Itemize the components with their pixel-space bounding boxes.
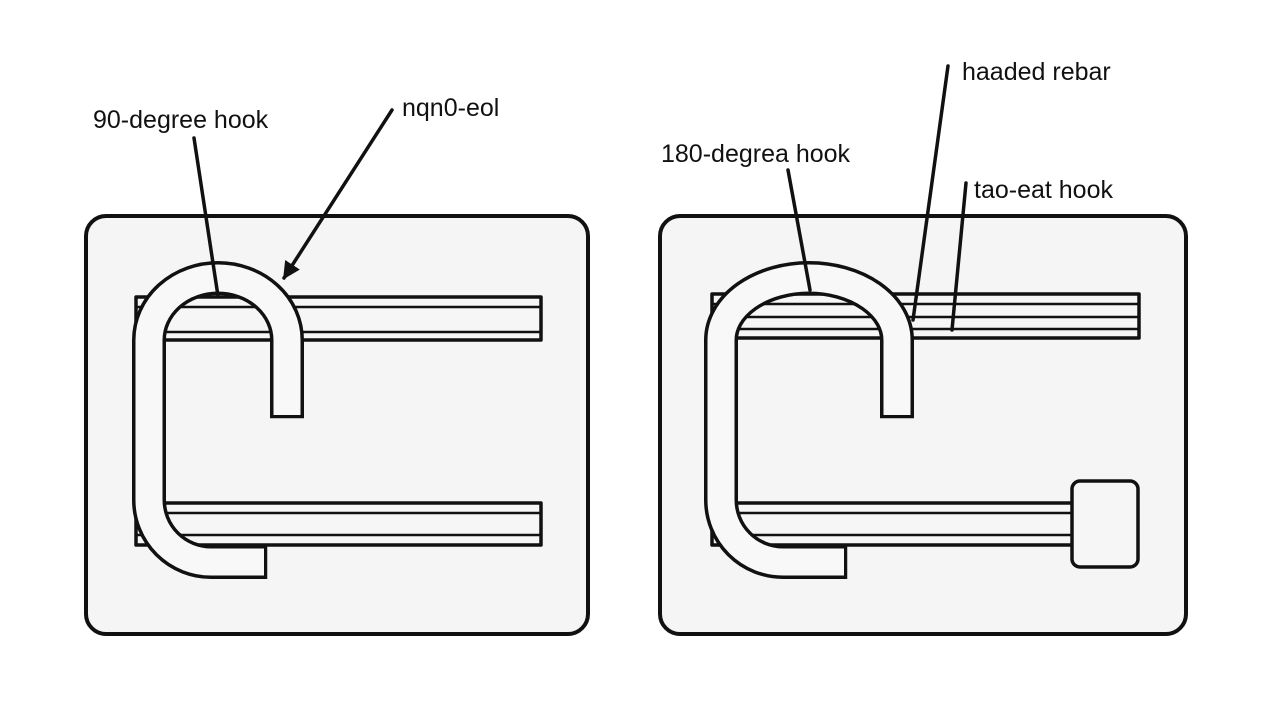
right-bottom-bar	[710, 479, 1140, 569]
headed-rebar-leader	[911, 64, 950, 322]
right-panel: 180-degrea hook haaded rebar tao-eat hoo…	[658, 58, 1188, 636]
top-hook-leader	[950, 181, 968, 332]
label-headed-rebar: haaded rebar	[962, 58, 1111, 86]
left-bottom-bar	[134, 501, 543, 547]
right-hook	[704, 261, 914, 579]
label-top-hook: tao-eat hook	[974, 176, 1113, 204]
left-top-bar	[134, 295, 543, 342]
left-hook	[132, 261, 304, 579]
label-anchor-text: nqn0-eol	[402, 94, 499, 122]
hook-180-leader	[786, 168, 812, 292]
anchor-leader-arrow	[282, 108, 394, 280]
label-90-degree-hook: 90-degree hook	[93, 106, 269, 134]
right-top-bar	[710, 292, 1141, 340]
rebar-head	[1070, 479, 1140, 569]
hook-90-leader	[192, 136, 220, 298]
right-concrete-block	[658, 214, 1188, 636]
left-panel: 90-degree hook nqn0-eol	[84, 94, 590, 636]
label-180-degree-hook: 180-degrea hook	[661, 140, 851, 168]
